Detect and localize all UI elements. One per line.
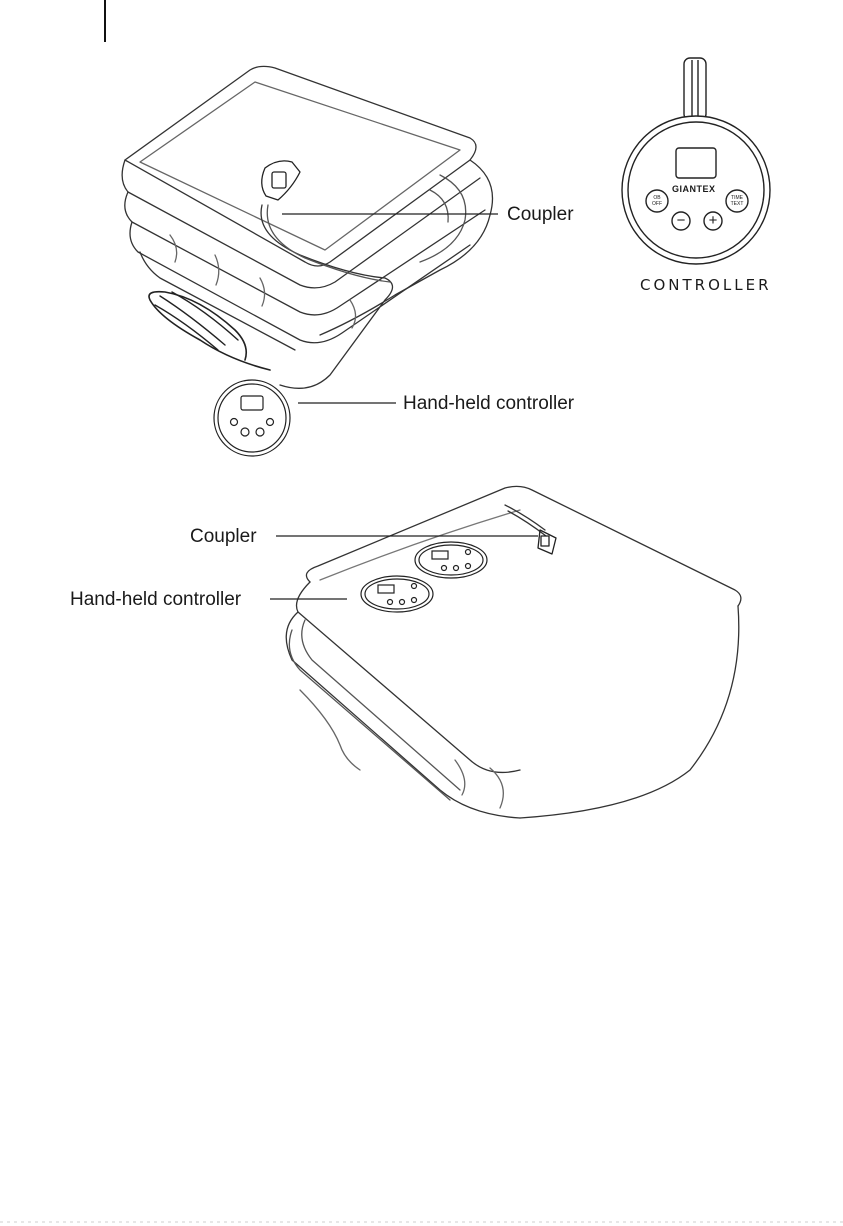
coupler-label-bottom: Coupler xyxy=(190,527,257,546)
handheld-controller-label-bottom: Hand-held controller xyxy=(70,590,241,609)
